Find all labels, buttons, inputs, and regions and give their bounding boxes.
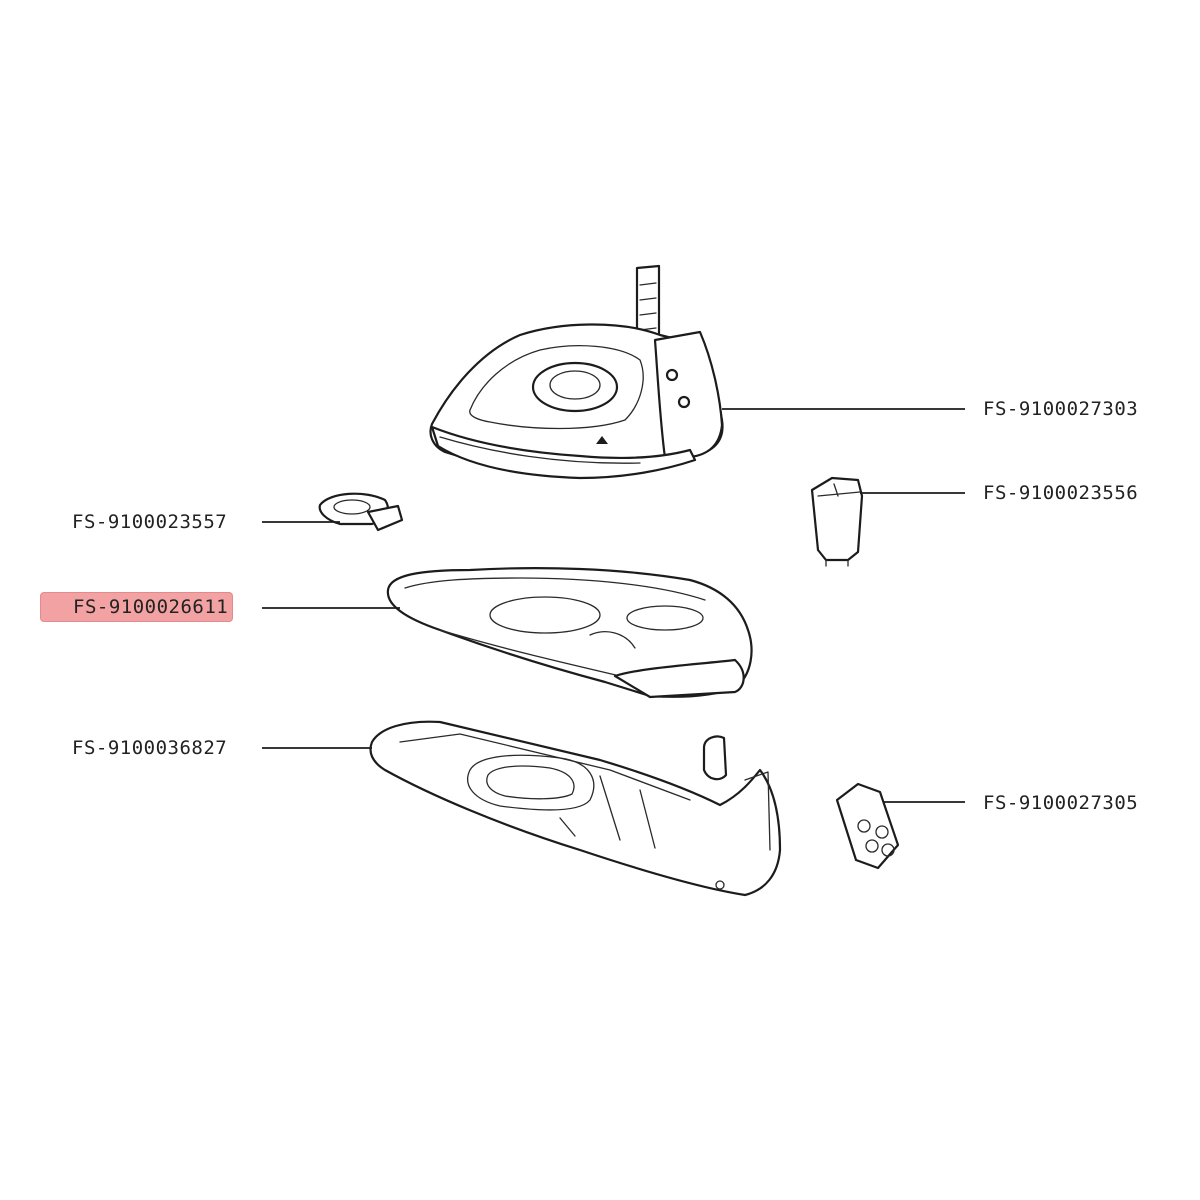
- water-tank-cover-drawing[interactable]: [386, 567, 753, 699]
- soleplate-assembly-drawing[interactable]: [429, 264, 724, 480]
- rear-cover-drawing[interactable]: [835, 782, 900, 870]
- label-housing-handle[interactable]: FS-9100036827: [72, 737, 228, 759]
- label-steam-valve[interactable]: FS-9100023556: [983, 482, 1139, 504]
- label-rear-cover[interactable]: FS-9100027305: [983, 792, 1139, 814]
- button-cap-drawing[interactable]: [318, 492, 404, 532]
- steam-valve-drawing[interactable]: [810, 476, 864, 567]
- label-soleplate-assembly[interactable]: FS-9100027303: [983, 398, 1139, 420]
- housing-handle-drawing[interactable]: [369, 720, 782, 897]
- label-button-cap[interactable]: FS-9100023557: [72, 511, 228, 533]
- label-water-tank-cover[interactable]: FS-9100026611: [40, 592, 234, 622]
